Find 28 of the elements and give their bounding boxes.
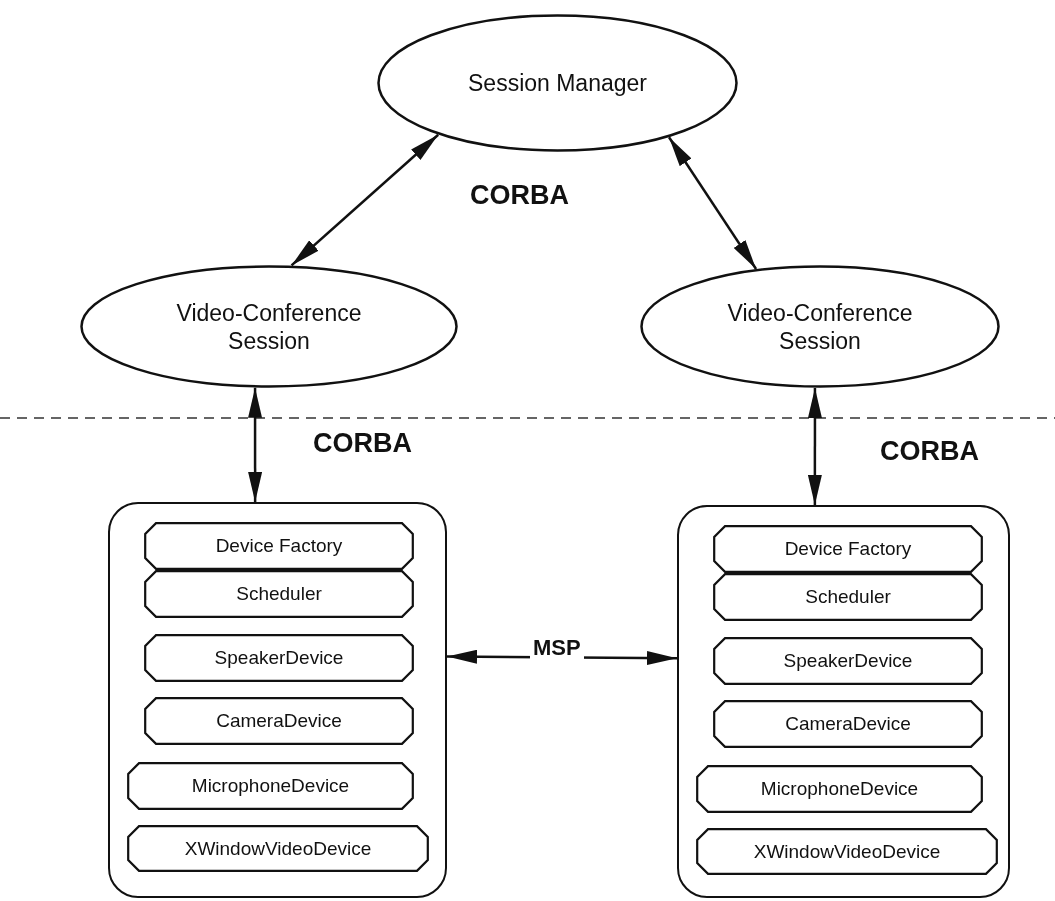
node-label: MicrophoneDevice: [759, 778, 920, 800]
node-label: XWindowVideoDevice: [752, 840, 942, 863]
node-label: Device Factory: [783, 538, 913, 560]
node-label: Scheduler: [235, 583, 323, 605]
protocol-label: CORBA: [313, 428, 412, 459]
arrow: [290, 133, 439, 267]
protocol-label: CORBA: [470, 180, 569, 211]
arrow: [667, 136, 758, 270]
node-label: Scheduler: [804, 586, 892, 608]
protocol-label: CORBA: [880, 436, 979, 467]
node-label: Device Factory: [214, 535, 344, 557]
node-label: XWindowVideoDevice: [183, 837, 373, 860]
node-label: SpeakerDevice: [782, 650, 914, 672]
arrow: [248, 387, 263, 502]
arrow: [447, 649, 677, 666]
node-label: Video-Conference Session: [175, 298, 363, 355]
node-label: SpeakerDevice: [213, 647, 345, 669]
arrow: [807, 388, 822, 505]
node-label: Session Manager: [467, 69, 648, 97]
component-container: [677, 505, 1010, 898]
node-label: MicrophoneDevice: [190, 775, 351, 797]
node-label: Video-Conference Session: [726, 298, 914, 355]
ellipse-node: [80, 265, 458, 388]
component-container: [108, 502, 447, 898]
ellipse-node: [640, 265, 1000, 388]
node-label: CameraDevice: [215, 710, 343, 732]
ellipse-node: [377, 14, 738, 152]
node-label: CameraDevice: [784, 713, 912, 735]
